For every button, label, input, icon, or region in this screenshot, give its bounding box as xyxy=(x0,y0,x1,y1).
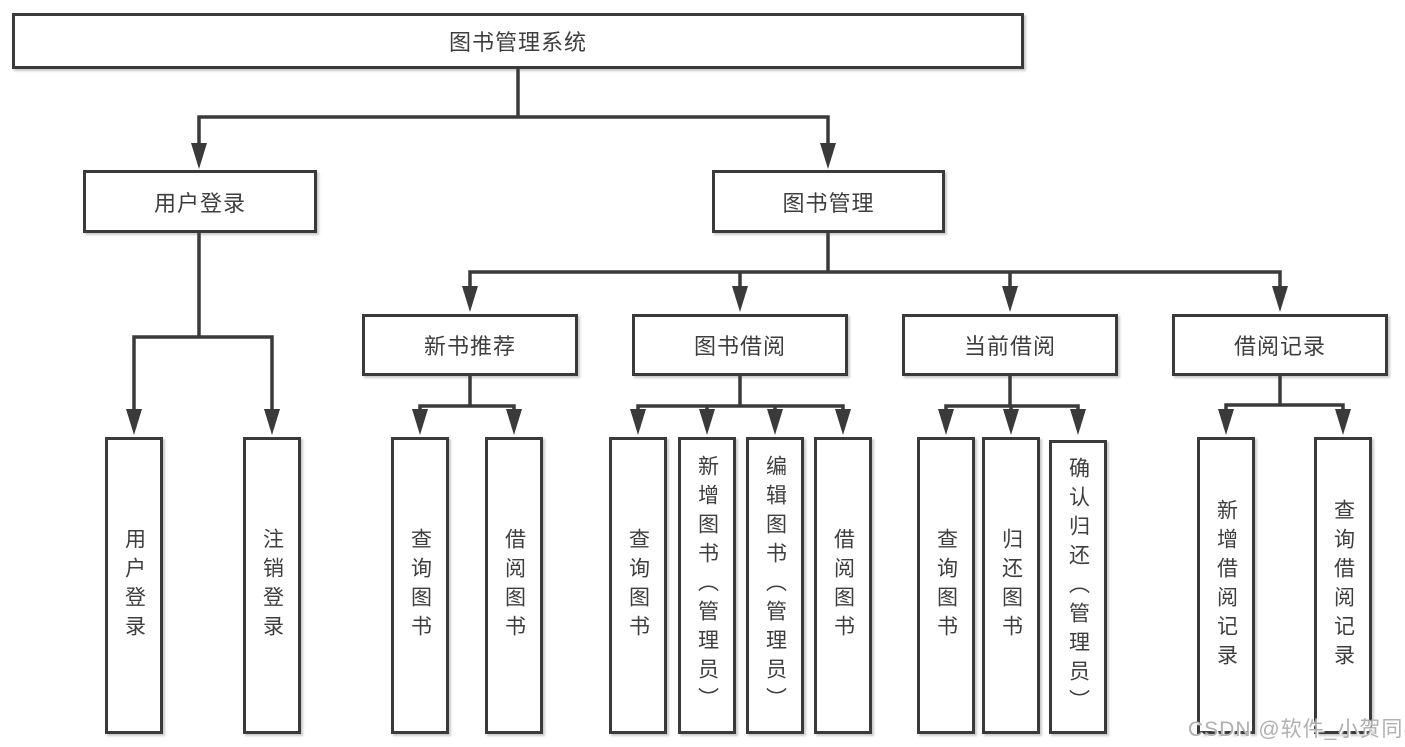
node-root: 图书管理系统 xyxy=(12,13,1024,69)
leaf-return-book: 归还图书 xyxy=(982,437,1040,734)
leaf-recommend-query-books: 查询图书 xyxy=(391,437,449,734)
leaf-query-borrow-record: 查询借阅记录 xyxy=(1314,437,1372,734)
node-user-login: 用户登录 xyxy=(83,170,317,233)
leaf-recommend-borrow-books: 借阅图书 xyxy=(485,437,543,734)
leaf-confirm-return-admin: 确认归还（管理员） xyxy=(1049,440,1107,734)
leaf-logout: 注销登录 xyxy=(243,437,301,734)
node-book-management: 图书管理 xyxy=(712,170,945,233)
csdn-watermark: CSDN @软件_小贺同学 xyxy=(1188,718,1405,741)
leaf-borrow-books: 借阅图书 xyxy=(814,437,872,734)
leaf-user-login: 用户登录 xyxy=(105,437,163,734)
leaf-edit-book-admin: 编辑图书（管理员） xyxy=(746,437,804,734)
node-borrow-records: 借阅记录 xyxy=(1172,314,1388,376)
node-new-book-recommend: 新书推荐 xyxy=(362,314,578,376)
leaf-add-book-admin: 新增图书（管理员） xyxy=(678,437,736,734)
leaf-add-borrow-record: 新增借阅记录 xyxy=(1197,437,1255,734)
node-current-borrow: 当前借阅 xyxy=(902,314,1118,376)
leaf-current-query-books: 查询图书 xyxy=(917,437,975,734)
arrowheads xyxy=(126,143,1351,435)
node-book-borrow: 图书借阅 xyxy=(632,314,848,376)
leaf-borrow-query-books: 查询图书 xyxy=(609,437,667,734)
